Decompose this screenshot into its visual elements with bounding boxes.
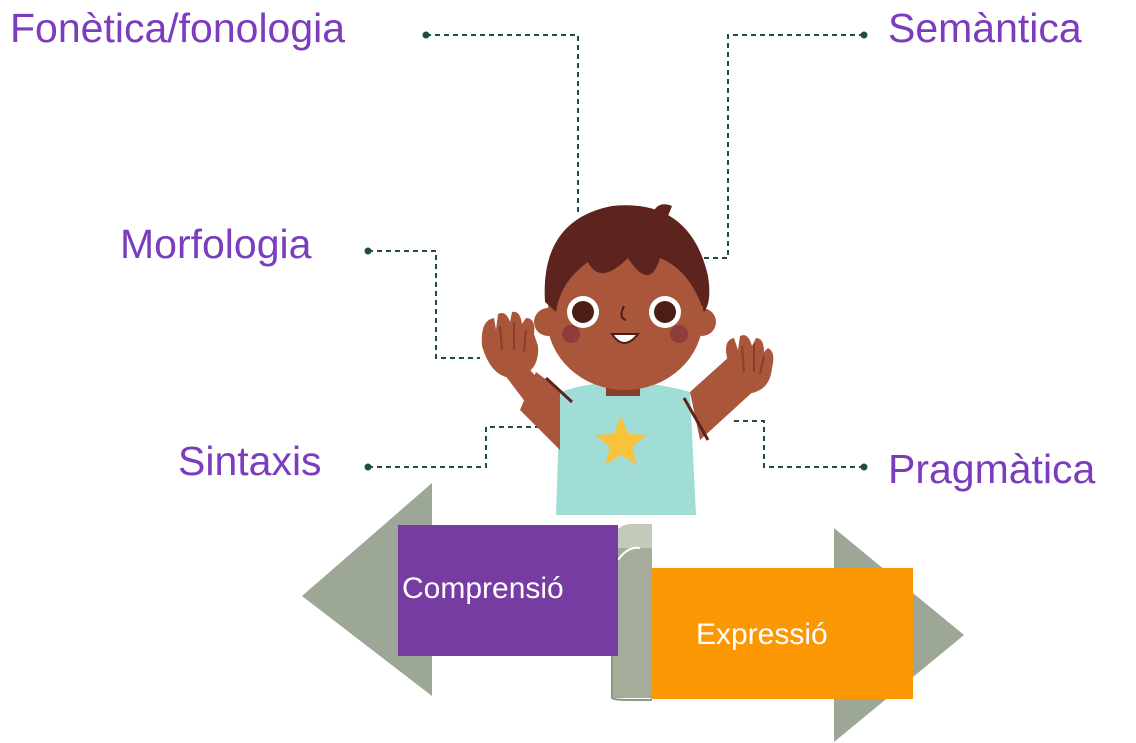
child-illustration [481,204,774,515]
connector-lines [368,34,864,468]
label-morfologia: Morfologia [120,221,312,267]
label-fonetica-fonologia: Fonètica/fonologia [10,5,346,51]
label-sintaxis: Sintaxis [178,438,322,484]
scroll-ribbon [611,524,652,701]
connector-sintaxis [368,426,556,468]
connector-dots [364,31,868,471]
label-semantica: Semàntica [888,5,1082,51]
star-icon [595,416,647,465]
connector-fonetica [426,34,579,212]
comprensio-box [398,525,618,656]
label-expressio: Expressió [696,618,828,651]
label-comprensio: Comprensió [402,572,564,605]
connector-semantica [700,34,864,259]
label-pragmatica: Pragmàtica [888,446,1096,492]
connector-pragmatica [730,420,864,468]
connector-morfologia [368,250,480,359]
expressio-box [651,568,913,699]
